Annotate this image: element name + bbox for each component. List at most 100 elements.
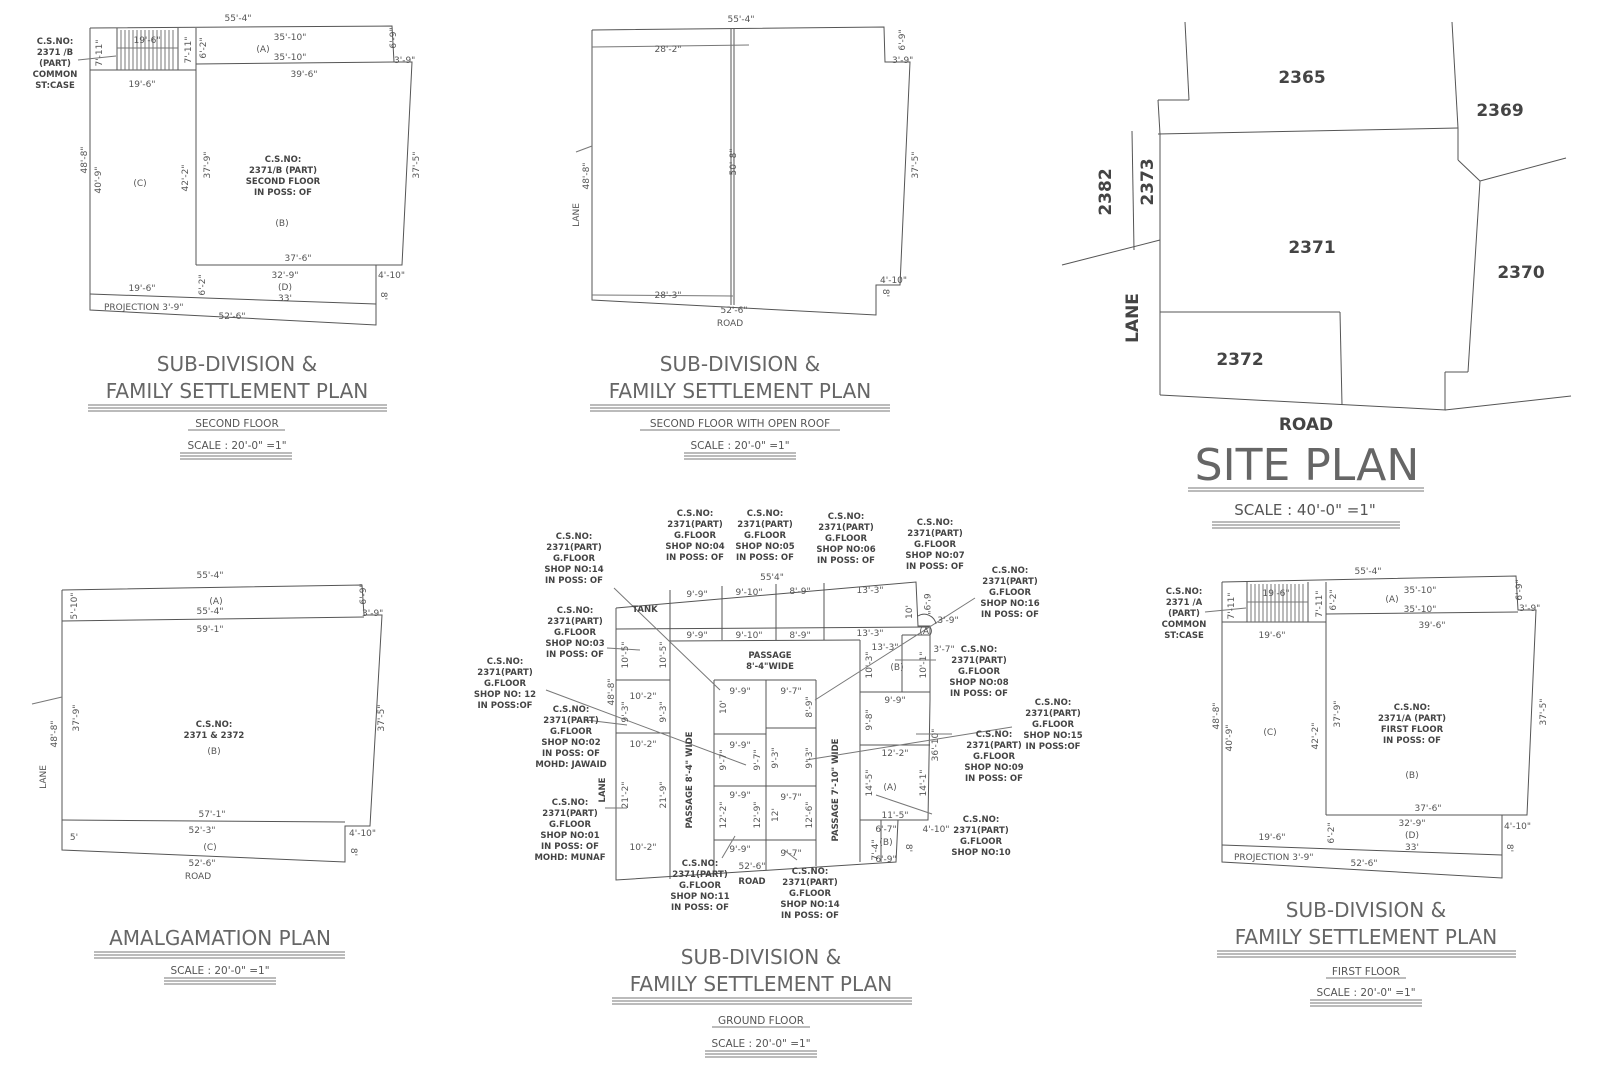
dim-label: 55'-4": [196, 607, 223, 617]
dim-label: 6'-9": [921, 593, 931, 614]
callout-line: 2371(PART): [966, 741, 1022, 751]
drawing-line: [1339, 311, 1343, 406]
drawing-line: [1157, 99, 1161, 135]
dim-label: 8': [1504, 844, 1514, 852]
callout-line: G.FLOOR: [553, 554, 596, 564]
projection-label: PROJECTION 3'-9": [1234, 853, 1314, 863]
callout-line: SHOP NO:07: [905, 551, 964, 561]
callout-line: C.S.NO:: [963, 815, 1000, 825]
drawing-line: [669, 639, 861, 642]
dim-label: 42'-2": [181, 164, 191, 191]
dim-label: 48'-8": [582, 162, 592, 189]
room-label-c: (C): [1263, 728, 1276, 738]
dim-label: 59'-1": [196, 625, 223, 635]
dim-label: 55'-4": [196, 571, 223, 581]
cs-note-line: ST:CASE: [1164, 631, 1204, 641]
callout-line: C.S.NO:: [747, 509, 784, 519]
tank-label: TANK: [632, 605, 658, 615]
dim-label: 37'-5": [911, 151, 921, 178]
callout-line: 2371(PART): [542, 809, 598, 819]
dim-label: 6'-9": [1515, 579, 1525, 600]
callout-line: SHOP NO:09: [964, 763, 1023, 773]
dim-label: 10'-2": [629, 692, 656, 702]
dim-label: 35'-10": [1404, 586, 1437, 596]
callout-line: G.FLOOR: [958, 667, 1001, 677]
dim-label: 6'-2": [198, 274, 208, 295]
dim-label: 50'-8": [729, 148, 739, 175]
callout-line: C.S.NO:: [828, 512, 865, 522]
lane-label: LANE: [598, 777, 608, 802]
dim-label: 37'-6": [284, 254, 311, 264]
dim-label: 33': [1405, 843, 1419, 853]
dim-label: 6'-2": [199, 37, 209, 58]
lot-number: 2365: [1278, 68, 1325, 88]
callout-line: SHOP NO:05: [735, 542, 794, 552]
room-label-b: (B): [879, 838, 892, 848]
dim-label: 12'-9": [753, 801, 763, 828]
plan-ground-floor: C.S.NO: 2371(PART) G.FLOOR SHOP NO:04 IN…: [474, 509, 1083, 1058]
room-label-b: (B): [1405, 771, 1418, 781]
callout-line: C.S.NO:: [487, 657, 524, 667]
road-label: ROAD: [738, 877, 765, 887]
callout-line: G.FLOOR: [973, 752, 1016, 762]
dim-label: 52'-6": [1350, 859, 1377, 869]
drawing-line: [575, 145, 593, 153]
main-note-line: FIRST FLOOR: [1381, 725, 1444, 735]
callout-line: G.FLOOR: [549, 820, 592, 830]
staircase: [1247, 584, 1308, 622]
road-label: ROAD: [717, 319, 743, 329]
lot-number: 2369: [1476, 101, 1523, 121]
callout-line: C.S.NO:: [917, 518, 954, 528]
plan-subtitle: FIRST FLOOR: [1332, 966, 1400, 978]
dim-label: 10'-1": [919, 651, 929, 678]
dim-label: 4'-10": [922, 825, 949, 835]
drawing-line: [31, 696, 63, 705]
callout-line: 2371(PART): [543, 716, 599, 726]
callout-line: G.FLOOR: [960, 837, 1003, 847]
drawing-line: [615, 626, 931, 630]
callout-shop-08: C.S.NO: 2371(PART) G.FLOOR SHOP NO:08 IN…: [949, 645, 1008, 699]
lane-label: LANE: [1123, 293, 1143, 343]
drawing-line: [61, 616, 365, 622]
dim-label: 6'-9": [359, 583, 369, 604]
dim-label: 21'-2": [621, 781, 631, 808]
cs-note-line: 2371 /B: [37, 48, 73, 58]
dim-label: 12'-6": [805, 801, 815, 828]
drawing-line: [1204, 607, 1247, 613]
callout-line: IN POSS: OF: [906, 562, 964, 572]
callout-line: G.FLOOR: [825, 534, 868, 544]
dim-label: 6'-2": [1327, 822, 1337, 843]
dim-label: 36'-10": [931, 729, 941, 762]
drawing-line: [1444, 395, 1572, 411]
drawing-line: [195, 61, 395, 65]
callout-shop-14: C.S.NO: 2371(PART) G.FLOOR SHOP NO:14 IN…: [544, 532, 603, 586]
callout-line: IN POSS: OF: [541, 842, 599, 852]
drawing-line: [1467, 180, 1481, 373]
dim-label: 52'-6": [188, 859, 215, 869]
dim-label: 8'-9": [789, 587, 810, 597]
plan-subtitle: GROUND FLOOR: [718, 1015, 804, 1027]
cs-note-line: C.S.NO:: [37, 37, 74, 47]
callout-line: SHOP NO:01: [540, 831, 599, 841]
callout-line: SHOP NO: 12: [474, 690, 536, 700]
room-label-a: (A): [1385, 595, 1398, 605]
cs-note-line: 2371 /A: [1166, 598, 1203, 608]
dim-label: 6'-7": [875, 825, 896, 835]
drawing-line: [1221, 844, 1503, 856]
dim-label: 10'-3": [865, 651, 875, 678]
callout-line: C.S.NO:: [553, 705, 590, 715]
dim-label: 9'-7": [780, 849, 801, 859]
cs-note-line: (PART): [39, 59, 71, 69]
dim-label: 9'-7": [753, 749, 763, 770]
drawing-line: [77, 55, 117, 61]
projection-label: PROJECTION 3'-9": [104, 303, 184, 313]
dim-label: 55'-4": [1354, 567, 1381, 577]
dim-label: 9'-3": [805, 747, 815, 768]
dim-label: 21'-9": [659, 781, 669, 808]
dim-label: 4'-10": [349, 829, 376, 839]
dim-label: 9'-10": [735, 588, 762, 598]
callout-line: 2371(PART): [1025, 709, 1081, 719]
dim-label: 10'-2": [629, 740, 656, 750]
dim-label: 9'-3": [621, 701, 631, 722]
dim-label: 35'-10": [274, 33, 307, 43]
